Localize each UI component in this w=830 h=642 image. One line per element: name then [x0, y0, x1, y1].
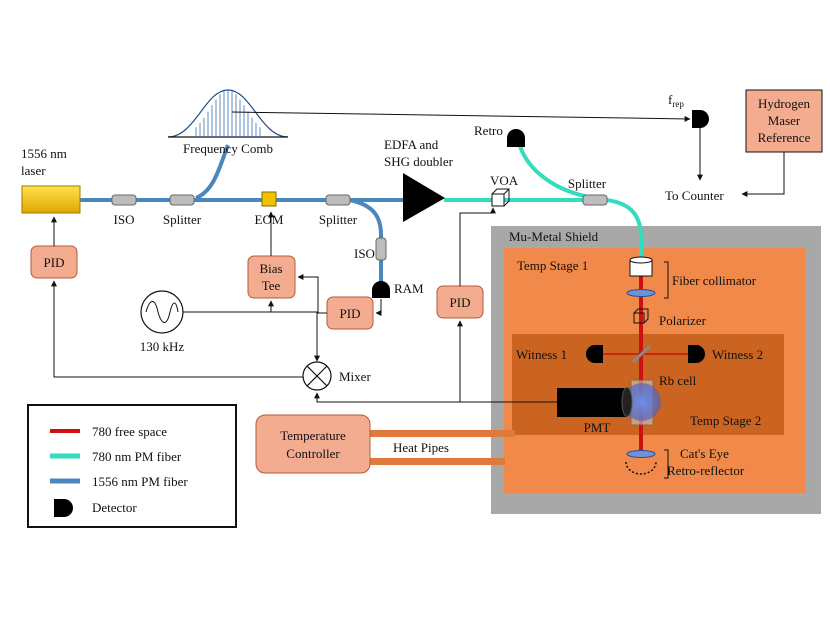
rf-source — [140, 290, 184, 334]
fiber-1556-to-ram — [349, 198, 383, 282]
witness2-label: Witness 2 — [712, 347, 763, 362]
maser-label-1: Hydrogen — [758, 96, 810, 111]
mixer — [302, 361, 332, 391]
cats-eye-bracket — [664, 449, 669, 479]
pid-right-label: PID — [450, 295, 471, 310]
polarizer-icon — [633, 308, 649, 324]
splitter1-label: Splitter — [163, 212, 202, 227]
rf-source-to-mixer — [183, 311, 320, 362]
cats-eye-label-1: Cat's Eye — [680, 446, 729, 461]
to-counter-label: To Counter — [665, 188, 724, 203]
mu-metal-shield-label: Mu-Metal Shield — [509, 229, 599, 244]
splitter3-label: Splitter — [568, 176, 607, 191]
temp-stage-2-label: Temp Stage 2 — [690, 413, 761, 428]
frequency-comb-label: Frequency Comb — [183, 141, 273, 156]
iso2-label: ISO — [354, 246, 375, 261]
witness2-detector-icon — [688, 345, 705, 363]
splitter3 — [582, 194, 608, 206]
splitter1 — [169, 194, 195, 206]
temp-stage-1-label: Temp Stage 1 — [517, 258, 588, 273]
legend-detector-icon — [54, 499, 73, 517]
temperature-controller — [255, 414, 371, 474]
edfa-label-2: SHG doubler — [384, 154, 454, 169]
eom-label: EOM — [255, 212, 284, 227]
maser-label-3: Reference — [758, 130, 811, 145]
maser-to-counter-line — [741, 152, 785, 197]
collimator-lens-icon — [626, 289, 656, 297]
maser-label-2: Maser — [768, 113, 801, 128]
witness1-detector-icon — [586, 345, 603, 363]
laser-1556 — [21, 185, 81, 214]
ram-detector-icon — [372, 281, 390, 298]
ram-label: RAM — [394, 281, 424, 296]
edfa-label-1: EDFA and — [384, 137, 439, 152]
temperature-controller-label-2: Controller — [286, 446, 340, 461]
hydrogen-maser-reference — [745, 89, 823, 153]
heat-pipes-label: Heat Pipes — [393, 440, 449, 455]
bias-tee-label-1: Bias — [259, 261, 282, 276]
beam-sampler-icon — [631, 344, 652, 364]
fiber-collimator-icon — [629, 256, 653, 277]
fiber-collimator-label: Fiber collimator — [672, 273, 757, 288]
legend-label-780-free-space: 780 free space — [92, 424, 167, 439]
pid-left-label: PID — [44, 255, 65, 270]
edfa-shg-amplifier — [403, 173, 445, 222]
heat-pipe-lower — [370, 458, 505, 465]
ram-to-pid-middle — [375, 299, 382, 316]
pid-middle-label: PID — [340, 306, 361, 321]
iso1-label: ISO — [114, 212, 135, 227]
comb-to-frep-line — [231, 111, 691, 122]
retro-label: Retro — [474, 123, 503, 138]
pmt — [557, 388, 627, 417]
frep-label: frep — [668, 92, 684, 109]
pid-middle-to-bias-tee — [297, 274, 327, 314]
splitter2 — [325, 194, 351, 206]
laser-label-1: 1556 nm — [21, 146, 67, 161]
pmt-to-mixer — [314, 392, 557, 403]
witness1-label: Witness 1 — [516, 347, 567, 362]
polarizer-label: Polarizer — [659, 313, 707, 328]
fiber-1556-to-comb — [195, 144, 230, 200]
bias-tee-label-2: Tee — [262, 278, 281, 293]
pmt-window — [621, 387, 633, 417]
cats-eye-mirror-icon — [625, 461, 657, 475]
pid-right-to-voa — [459, 207, 496, 286]
iso2 — [375, 237, 387, 261]
cats-eye-label-2: Retro-reflector — [667, 463, 745, 478]
temperature-controller-label-1: Temperature — [280, 428, 346, 443]
heat-pipe-upper — [370, 430, 515, 437]
legend: 780 free space 780 nm PM fiber 1556 nm P… — [27, 404, 237, 528]
retro-detector-icon — [507, 129, 525, 147]
legend-label-780-fiber: 780 nm PM fiber — [92, 449, 182, 464]
laser-label-2: laser — [21, 163, 46, 178]
legend-label-1556-fiber: 1556 nm PM fiber — [92, 474, 188, 489]
mixer-to-pid-left — [51, 280, 303, 378]
frep-detector-icon — [692, 110, 709, 128]
splitter2-label: Splitter — [319, 212, 358, 227]
rb-cell-label: Rb cell — [659, 373, 697, 388]
voa — [491, 188, 510, 207]
voa-label: VOA — [490, 173, 519, 188]
eom — [261, 191, 277, 207]
frequency-comb — [167, 89, 289, 138]
cats-eye-lens-icon — [626, 450, 656, 458]
mixer-label: Mixer — [339, 369, 371, 384]
rf-source-label: 130 kHz — [140, 339, 185, 354]
pmt-label: PMT — [584, 420, 611, 435]
sine-wave-icon — [145, 301, 179, 323]
fiber-collimator-bracket — [664, 261, 669, 299]
iso1 — [111, 194, 137, 206]
fiber-780-to-retro — [518, 145, 596, 200]
legend-label-detector: Detector — [92, 500, 137, 515]
rb-fluorescence — [623, 383, 661, 421]
